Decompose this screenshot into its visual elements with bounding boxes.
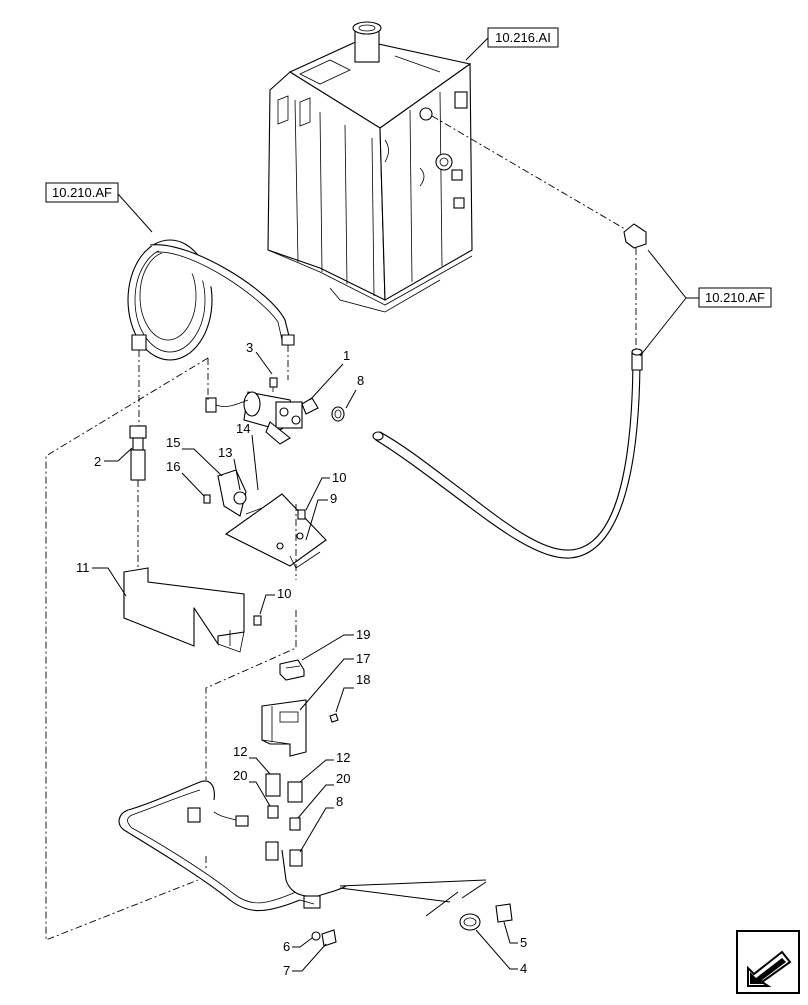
callout-8-upper: 8 [357,373,364,388]
callout-5: 5 [520,935,527,950]
clip-7 [321,929,337,947]
wiring-harness [118,780,487,917]
tank-illustration [267,21,473,313]
mounting-plate-9 [224,493,327,580]
hose-reference-label-right[interactable]: 10.210.AF [639,249,772,357]
fuse-20-right [289,817,301,831]
pump-assembly [205,391,319,445]
callout-6: 6 [283,939,290,954]
relay-module-19 [279,659,305,681]
right-hose-connector [623,223,647,350]
cable-tie-4 [459,913,481,931]
callout-2: 2 [94,454,101,469]
tank-to-connector-line [431,115,631,233]
grommet-8-upper [331,406,345,422]
callout-13: 13 [218,445,232,460]
clip-6 [311,931,321,941]
filter-element-2 [129,425,147,481]
callout-11: 11 [76,560,90,575]
tank-reference-label[interactable]: 10.216.AI [465,27,559,61]
screw-3 [269,377,278,392]
clamp-bracket-15 [217,469,263,517]
next-page-arrow-button[interactable] [736,930,800,994]
screw-10-upper [297,509,306,520]
coiled-hose [127,239,295,430]
relay-bracket-17 [261,699,307,757]
svg-text:10.216.AI: 10.216.AI [495,30,551,45]
callout-16: 16 [166,459,180,474]
callout-18: 18 [356,672,370,687]
callouts: 1 2 3 8 15 14 13 16 10 9 11 10 1 [76,340,527,978]
next-page-arrow-icon [736,930,800,994]
callout-12-left: 12 [233,744,247,759]
svg-text:10.210.AF: 10.210.AF [705,290,765,305]
nut-18 [329,713,339,723]
screw-10-lower [253,615,262,626]
callout-10-upper: 10 [332,470,346,485]
callout-4: 4 [520,961,527,976]
callout-15: 15 [166,435,180,450]
callout-14: 14 [236,421,250,436]
assembly-boundary-lines [45,357,297,941]
callout-17: 17 [356,651,370,666]
fuse-20-left [267,805,279,819]
return-hose [372,348,643,559]
callout-10-lower: 10 [277,586,291,601]
screw-16 [203,494,211,504]
callout-7: 7 [283,963,290,978]
relay-12-left [265,773,281,797]
callout-9: 9 [330,491,337,506]
protective-cover-11 [123,567,245,653]
callout-19: 19 [356,627,370,642]
callout-8-lower: 8 [336,794,343,809]
svg-text:10.210.AF: 10.210.AF [52,185,112,200]
callout-12-right: 12 [336,750,350,765]
relay-12-right [287,781,303,803]
callout-3: 3 [246,340,253,355]
clip-5 [495,903,513,923]
callout-20-right: 20 [336,771,350,786]
hose-reference-label-left[interactable]: 10.210.AF [45,182,153,233]
callout-1: 1 [343,348,350,363]
callout-20-left: 20 [233,768,247,783]
